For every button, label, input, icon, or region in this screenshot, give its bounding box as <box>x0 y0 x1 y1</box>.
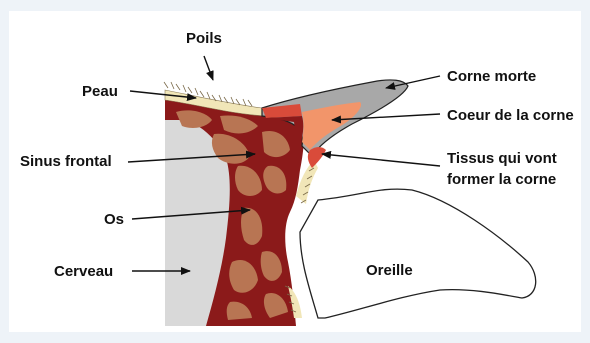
label-os: Os <box>104 211 124 228</box>
poils-arrow <box>204 56 213 80</box>
tissus-arrow <box>322 154 440 166</box>
label-cerveau: Cerveau <box>54 263 113 280</box>
label-peau: Peau <box>82 83 118 100</box>
label-oreille: Oreille <box>366 262 413 279</box>
label-coeur-corne: Coeur de la corne <box>447 107 574 124</box>
germ-tissue-side <box>308 147 326 168</box>
label-sinus-frontal: Sinus frontal <box>20 153 112 170</box>
label-corne-morte: Corne morte <box>447 68 536 85</box>
label-tissus-line1: Tissus qui vont <box>447 150 557 167</box>
label-poils: Poils <box>186 30 222 47</box>
label-tissus-line2: former la corne <box>447 171 556 188</box>
ear-shape <box>300 189 536 318</box>
